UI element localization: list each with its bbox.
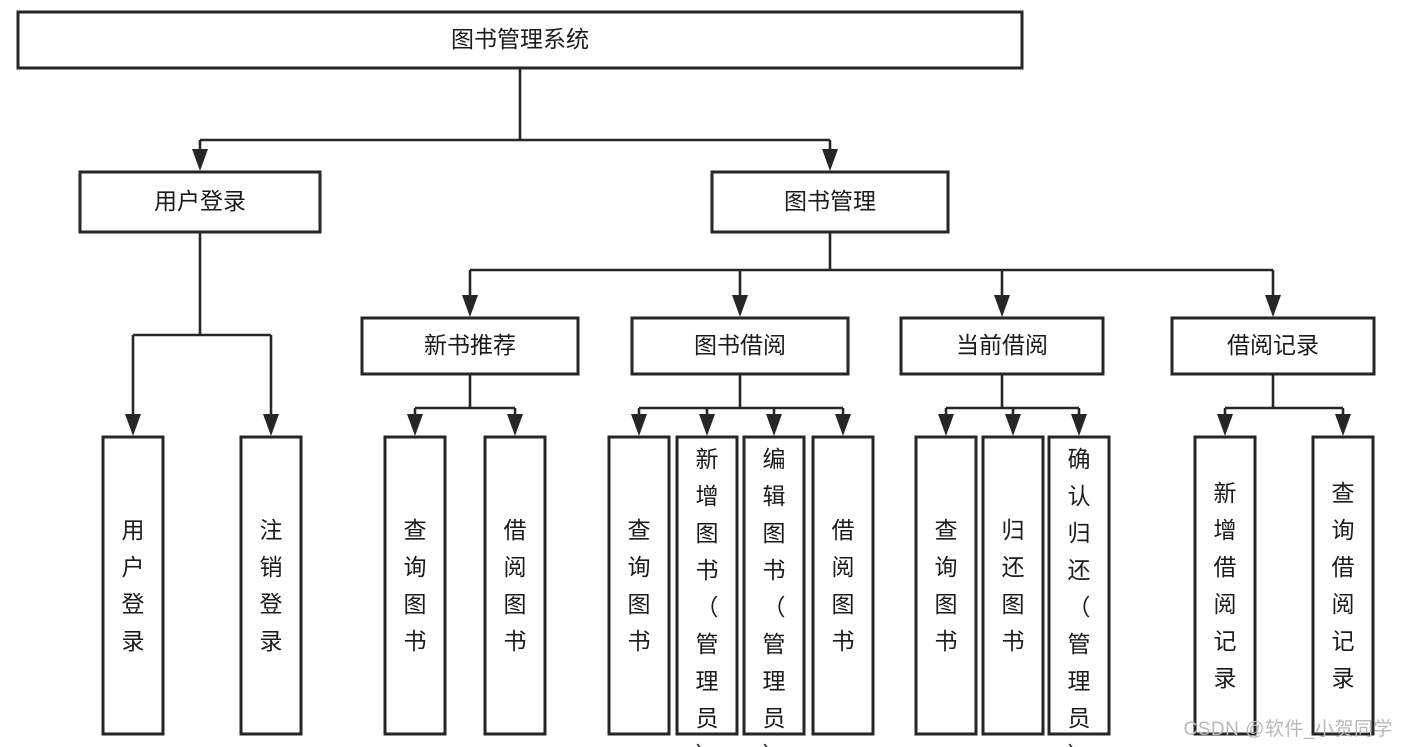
node-leaf-query-book-2-box [607, 435, 671, 736]
node-leaf-add-record[interactable]: 新增借阅记录 [1193, 435, 1257, 736]
node-leaf-query-book-1-label: 查询图书 [404, 517, 427, 654]
node-leaf-borrow-book-2-box [811, 435, 875, 736]
node-leaf-logout-box [239, 435, 303, 736]
node-leaf-add-record-box [1193, 435, 1257, 736]
node-book-manage[interactable]: 图书管理 [710, 170, 950, 234]
node-leaf-edit-book-label: 编辑图书（管理员） [763, 446, 786, 747]
node-book-borrow-box [630, 316, 850, 376]
watermark-text: CSDN @软件_小贺同学 [1183, 719, 1393, 740]
node-leaf-edit-book[interactable]: 编辑图书（管理员） [742, 435, 806, 747]
node-leaf-query-record[interactable]: 查询借阅记录 [1311, 435, 1375, 736]
node-leaf-return-book-box [981, 435, 1045, 736]
node-leaf-confirm-return-box [1047, 435, 1111, 736]
node-leaf-return-book-label: 归还图书 [1002, 517, 1025, 654]
node-leaf-confirm-return[interactable]: 确认归还（管理员） [1047, 435, 1111, 747]
node-user-login[interactable]: 用户登录 [78, 170, 322, 234]
node-user-login-label: 用户登录 [154, 188, 246, 214]
node-book-manage-box [710, 170, 950, 234]
node-new-book-recommend[interactable]: 新书推荐 [360, 316, 580, 376]
node-leaf-query-book-3-label: 查询图书 [935, 517, 958, 654]
node-root-system[interactable]: 图书管理系统 [16, 10, 1024, 70]
node-leaf-add-record-label: 新增借阅记录 [1214, 480, 1237, 691]
node-leaf-edit-book-box [742, 435, 806, 736]
node-leaf-borrow-book-2[interactable]: 借阅图书 [811, 435, 875, 736]
node-leaf-logout-label: 注销登录 [260, 517, 283, 654]
node-leaf-return-book[interactable]: 归还图书 [981, 435, 1045, 736]
node-book-borrow[interactable]: 图书借阅 [630, 316, 850, 376]
node-current-borrow-box [899, 316, 1105, 376]
node-book-borrow-label: 图书借阅 [694, 332, 786, 358]
node-leaf-borrow-book-2-label: 借阅图书 [832, 517, 855, 654]
node-leaf-borrow-book-1[interactable]: 借阅图书 [483, 435, 547, 736]
node-leaf-add-book-box [675, 435, 739, 736]
connector-lines [125, 68, 1351, 436]
node-leaf-query-book-3[interactable]: 查询图书 [914, 435, 978, 736]
node-leaf-add-book[interactable]: 新增图书（管理员） [675, 435, 739, 747]
node-leaf-query-book-2[interactable]: 查询图书 [607, 435, 671, 736]
node-leaf-query-book-3-box [914, 435, 978, 736]
node-leaf-query-book-1[interactable]: 查询图书 [383, 435, 447, 736]
node-leaf-borrow-book-1-box [483, 435, 547, 736]
node-current-borrow[interactable]: 当前借阅 [899, 316, 1105, 376]
node-current-borrow-label: 当前借阅 [956, 332, 1048, 358]
node-leaf-add-book-label: 新增图书（管理员） [696, 446, 719, 747]
node-new-book-recommend-label: 新书推荐 [424, 332, 516, 358]
node-borrow-record[interactable]: 借阅记录 [1170, 316, 1376, 376]
node-boxes: 图书管理系统用户登录图书管理新书推荐图书借阅当前借阅借阅记录用户登录注销登录查询… [16, 10, 1376, 747]
node-leaf-confirm-return-label: 确认归还（管理员） [1068, 446, 1091, 747]
node-root-system-label: 图书管理系统 [451, 26, 589, 52]
node-leaf-logout[interactable]: 注销登录 [239, 435, 303, 736]
node-borrow-record-box [1170, 316, 1376, 376]
node-leaf-query-record-label: 查询借阅记录 [1332, 480, 1355, 691]
node-leaf-user-login-box [101, 435, 165, 736]
node-new-book-recommend-box [360, 316, 580, 376]
node-user-login-box [78, 170, 322, 234]
node-leaf-user-login[interactable]: 用户登录 [101, 435, 165, 736]
node-leaf-borrow-book-1-label: 借阅图书 [504, 517, 527, 654]
node-leaf-query-book-2-label: 查询图书 [628, 517, 651, 654]
node-leaf-query-book-1-box [383, 435, 447, 736]
node-root-system-box [16, 10, 1024, 70]
node-leaf-query-record-box [1311, 435, 1375, 736]
node-book-manage-label: 图书管理 [784, 188, 876, 214]
node-borrow-record-label: 借阅记录 [1227, 332, 1319, 358]
node-leaf-user-login-label: 用户登录 [122, 517, 145, 654]
